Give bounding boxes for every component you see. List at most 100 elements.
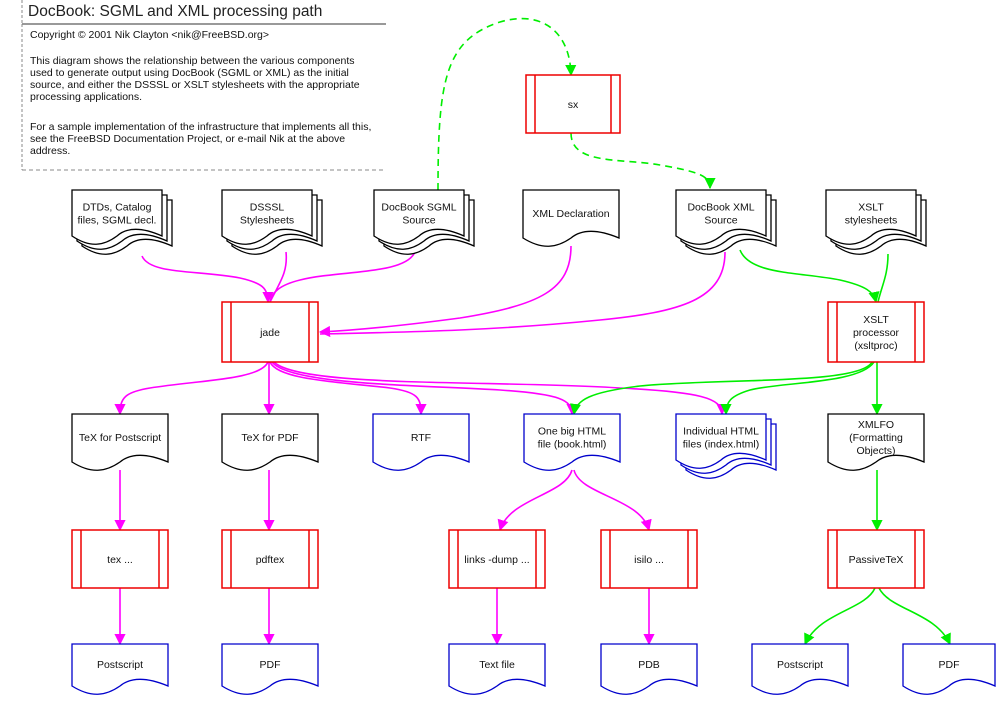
node-xml-decl: XML Declaration [522,189,620,247]
process-box [71,529,169,589]
node-rtf: RTF [372,413,470,471]
node-label: tex ... [107,554,133,566]
node-tex-ps: TeX for Postscript [71,413,169,471]
node-label: Individual HTML [683,426,759,438]
node-label: PDF [939,659,960,671]
copyright-text: Copyright © 2001 Nik Clayton <nik@FreeBS… [30,29,269,41]
connector-layer [114,17,951,646]
edge-sx-to-xml-source [570,132,716,190]
edge-book-to-isilo [573,469,652,532]
node-label: TeX for Postscript [79,432,161,444]
document-sheet [675,189,767,245]
node-label: links -dump ... [464,554,529,566]
edge-dsssl-to-jade [269,251,288,303]
node-label: files (index.html) [683,439,759,451]
sample-line: see the FreeBSD Documentation Project, o… [30,133,345,145]
node-out-ps1: Postscript [71,643,169,695]
document-shape [221,413,319,471]
document-shape [71,643,169,695]
node-out-pdf1: PDF [221,643,319,695]
edge-xml-to-xsltproc [739,249,880,304]
document-sheet [825,189,917,245]
edge-dtds-to-jade [141,255,274,304]
edge-xsltsheets-to-xsltproc [877,253,889,303]
node-label: Postscript [97,659,143,671]
edge-sgml-to-sx [437,17,577,191]
node-label: DocBook SGML [381,202,456,214]
node-links: links -dump ... [448,529,546,589]
node-label: XSLT [863,314,889,326]
node-label: (Formatting [849,432,903,444]
node-label: Stylesheets [240,215,294,227]
edge-jade-to-texps [114,361,269,416]
node-label: PDF [260,659,281,671]
document-shape [71,413,169,471]
node-jade: jade [221,301,319,363]
edge-xmldecl-to-jade [318,245,572,338]
description-text: This diagram shows the relationship betw… [30,55,360,103]
edge-jade-to-rtf [269,361,427,416]
sample-implementation-text: For a sample implementation of the infra… [30,121,371,157]
node-passivetex: PassiveTeX [827,529,925,589]
process-box [221,529,319,589]
node-label: files, SGML decl. [78,215,157,227]
node-label: XML Declaration [532,208,609,220]
node-sx: sx [525,74,621,134]
node-label: PassiveTeX [849,554,904,566]
node-label: XSLT [858,202,884,214]
process-box [600,529,698,589]
document-shape [522,189,620,247]
edge-xml-to-jade [319,251,726,335]
edge-sgml-to-jade [269,251,416,303]
description-line: processing applications. [30,91,142,103]
node-label: TeX for PDF [241,432,298,444]
node-out-pdf2: PDF [902,643,996,695]
node-label: Source [402,215,435,227]
process-box [827,301,925,363]
description-line: source, and either the DSSSL or XSLT sty… [30,79,360,91]
document-shape [600,643,698,695]
edge-passivetex-to-ps2 [804,587,876,646]
node-label: One big HTML [538,426,606,438]
node-label: Postscript [777,659,823,671]
process-box [448,529,546,589]
node-label: DTDs, Catalog [83,202,152,214]
node-label: Source [704,215,737,227]
edge-passivetex-to-pdf2 [878,587,951,646]
document-shape [448,643,546,695]
description-line: This diagram shows the relationship betw… [30,55,355,67]
node-out-text: Text file [448,643,546,695]
document-shape [827,413,925,471]
document-shape [221,643,319,695]
node-label: file (book.html) [538,439,607,451]
node-label: DSSSL [250,202,285,214]
node-label: (xsltproc) [854,340,897,352]
node-label: Text file [479,659,515,671]
node-label: isilo ... [634,554,664,566]
document-shape [523,413,621,471]
document-sheet [373,189,465,245]
header-block: DocBook: SGML and XML processing path Co… [21,0,386,171]
document-shape [372,413,470,471]
process-box [525,74,621,134]
node-pdftex: pdftex [221,529,319,589]
node-out-pdb: PDB [600,643,698,695]
edge-xsltproc-to-book [569,361,873,416]
node-isilo: isilo ... [600,529,698,589]
node-label: jade [259,327,280,339]
process-box [827,529,925,589]
node-out-ps2: Postscript [751,643,849,695]
description-line: used to generate output using DocBook (S… [30,67,349,79]
edge-jade-to-index [273,361,728,416]
node-label: sx [568,99,579,111]
sample-line: address. [30,145,70,157]
